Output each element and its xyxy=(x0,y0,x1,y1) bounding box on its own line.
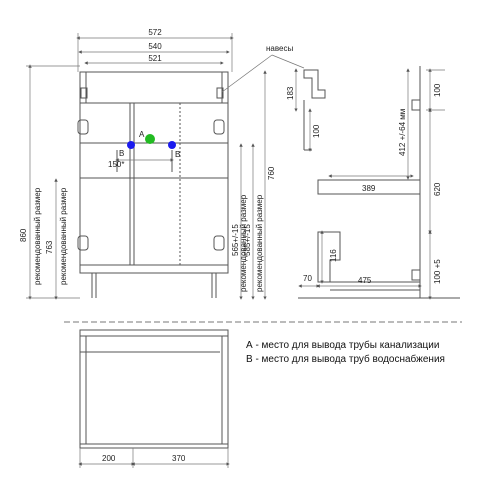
hinge xyxy=(77,119,89,135)
pipe-point-a xyxy=(145,134,155,144)
dim-389: 389 xyxy=(362,184,376,193)
label-recommended-1: рекомендованный размер xyxy=(33,187,42,285)
plan-view xyxy=(79,329,229,449)
front-dimensions xyxy=(26,33,305,300)
plan-outline xyxy=(79,329,229,449)
dim-572: 572 xyxy=(148,28,162,37)
dim-183: 183 xyxy=(286,86,295,100)
hinge-bracket xyxy=(303,69,326,99)
label-point-b-left: B xyxy=(119,149,124,158)
plan-dimensions xyxy=(78,448,230,468)
label-recommended-4: рекомендованный размер xyxy=(255,194,264,292)
front-top-frame xyxy=(79,71,229,104)
pipe-point-b-left xyxy=(127,141,135,149)
hinge xyxy=(213,119,225,135)
dim-585: 585+/-15 xyxy=(243,224,252,256)
front-view xyxy=(77,71,229,298)
dim-70: 70 xyxy=(303,274,312,283)
dim-540: 540 xyxy=(148,42,162,51)
dim-521: 521 xyxy=(148,54,162,63)
dim-412: 412 +/-64 мм xyxy=(398,109,407,156)
hinge xyxy=(213,235,225,251)
label-point-a: A xyxy=(139,130,145,139)
legend-b: В - место для вывода труб водоснабжения xyxy=(246,354,445,365)
side-dimensions xyxy=(294,68,445,300)
dim-100-left: 100 xyxy=(312,124,321,138)
dim-763: 763 xyxy=(45,240,54,254)
legend-a: А - место для вывода трубы канализации xyxy=(246,340,440,351)
dim-565: 565+/-15 xyxy=(231,224,240,256)
label-recommended-2: рекомендованный размер xyxy=(59,187,68,285)
dim-100-top: 100 xyxy=(433,83,442,97)
front-cabinet-outline xyxy=(79,102,229,274)
label-point-b-right: B xyxy=(175,150,180,159)
label-recommended-3: рекомендованный размер xyxy=(239,194,248,292)
dim-860: 860 xyxy=(19,228,28,242)
dim-100-5: 100 +5 xyxy=(433,259,442,284)
dim-370: 370 xyxy=(172,454,186,463)
side-view xyxy=(298,66,460,299)
label-hinges: навесы xyxy=(266,44,293,53)
hinge xyxy=(77,235,89,251)
dim-200: 200 xyxy=(102,454,116,463)
dim-760: 760 xyxy=(267,166,276,180)
dim-620: 620 xyxy=(433,182,442,196)
dim-475: 475 xyxy=(358,276,372,285)
dim-150: 150* xyxy=(108,160,124,169)
pipe-point-b-right xyxy=(168,141,176,149)
dim-116: 116 xyxy=(329,249,338,262)
hinges-leader xyxy=(221,54,273,93)
